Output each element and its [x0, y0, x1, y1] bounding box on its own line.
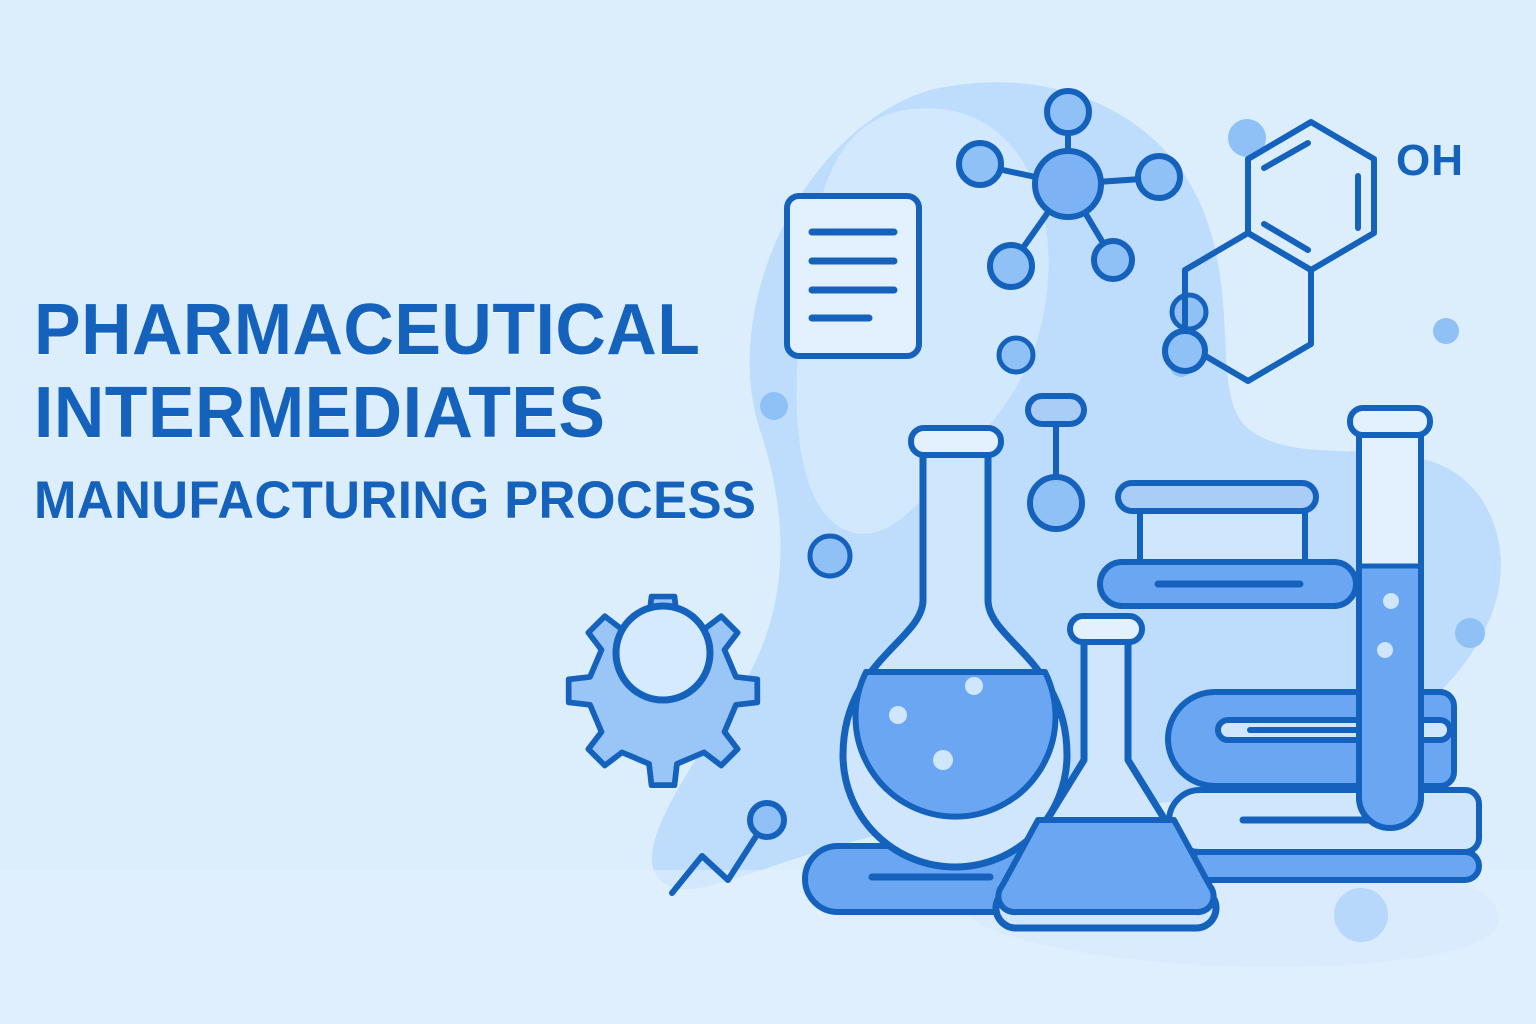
- document-icon: [784, 193, 922, 359]
- small-test-tube-icon: [1025, 393, 1087, 532]
- page-title-line-2: INTERMEDIATES: [34, 373, 606, 454]
- page-subtitle: MANUFACTURING PROCESS: [34, 471, 757, 531]
- page-title-line-1: PHARMACEUTICAL: [34, 290, 701, 370]
- book-stack-icon: [1097, 559, 1482, 883]
- gear-icon: [565, 593, 761, 789]
- molecule-icon: [956, 88, 1183, 290]
- round-bottom-flask-icon: [839, 425, 1071, 871]
- benzene-ring-icon: [1162, 119, 1377, 384]
- erlenmeyer-flask-icon: [992, 613, 1220, 932]
- headline-block: PHARMACEUTICAL INTERMEDIATES MANUFACTURI…: [34, 290, 774, 531]
- beaker-icon: [1115, 480, 1319, 565]
- test-tube-icon: [1347, 405, 1433, 831]
- hydroxyl-group-label: OH: [1396, 136, 1464, 185]
- line-chart-icon: [669, 800, 787, 896]
